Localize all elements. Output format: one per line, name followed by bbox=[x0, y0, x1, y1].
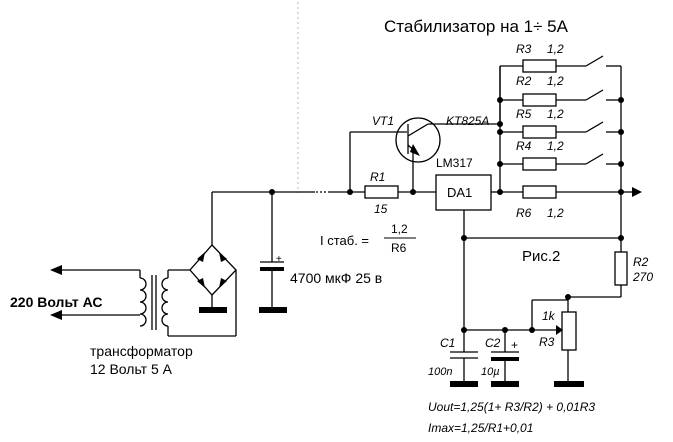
regulator-ref: DA1 bbox=[447, 185, 472, 200]
c2-ref: C2 bbox=[485, 336, 501, 350]
switch-r3 bbox=[585, 55, 604, 67]
resistor-r1 bbox=[364, 185, 399, 199]
filter-cap-polarity: + bbox=[276, 254, 282, 265]
current-formula-label: I стаб. = bbox=[320, 233, 369, 248]
transistor-type: KT825A bbox=[446, 114, 489, 128]
diode-bridge bbox=[189, 244, 237, 296]
switch-r2 bbox=[585, 89, 604, 101]
current-formula-denominator: R6 bbox=[391, 241, 407, 255]
pot-value: 1k bbox=[542, 309, 556, 323]
feedback-network bbox=[461, 192, 628, 330]
transistor-ref: VT1 bbox=[372, 114, 394, 128]
resistor-r2-fb bbox=[614, 251, 628, 286]
c2-value: 10µ bbox=[481, 366, 500, 378]
resistor-r2 bbox=[522, 93, 557, 107]
shunt-ref-label: R4 bbox=[516, 139, 532, 153]
filter-cap-label: 4700 мкФ 25 в bbox=[290, 270, 382, 286]
shunt-bank bbox=[497, 55, 642, 199]
r2-fb-value: 270 bbox=[632, 270, 653, 284]
potentiometer-r3 bbox=[531, 299, 584, 387]
r1-ref: R1 bbox=[370, 170, 385, 184]
transformer-label-line1: трансформатор bbox=[90, 343, 193, 359]
mains-arrow-icon bbox=[50, 265, 62, 275]
c1-ref: C1 bbox=[440, 336, 455, 350]
shunt-ref-label: R2 bbox=[516, 74, 532, 88]
main-line bbox=[212, 174, 500, 211]
ground-symbol bbox=[491, 381, 519, 387]
r2-fb-ref: R2 bbox=[633, 255, 649, 269]
transformer-label-line2: 12 Вольт 5 А bbox=[90, 361, 173, 377]
figure-label: Рис.2 bbox=[522, 248, 560, 265]
shunt-value-label: 1,2 bbox=[547, 139, 564, 153]
switch-r5 bbox=[585, 121, 604, 133]
formula-uout: Uout=1,25(1+ R3/R2) + 0,01R3 bbox=[428, 400, 595, 414]
diagram-title: Стабилизатор на 1÷ 5А bbox=[384, 17, 569, 36]
switch-r4 bbox=[585, 153, 604, 165]
shunt-value-label: 1,2 bbox=[547, 206, 564, 220]
pot-ref: R3 bbox=[539, 335, 555, 349]
shunt-ref-label: R6 bbox=[516, 206, 532, 220]
resistor-r6 bbox=[522, 185, 557, 199]
ground-symbol bbox=[450, 381, 478, 387]
ground-symbol bbox=[199, 307, 227, 313]
resistor-r4 bbox=[522, 157, 557, 171]
ground-symbol bbox=[259, 307, 287, 313]
c2-polarity: + bbox=[511, 338, 518, 352]
output-arrow-icon bbox=[632, 187, 642, 197]
resistor-r5 bbox=[522, 125, 557, 139]
c1-value: 100n bbox=[428, 366, 452, 378]
mains-label: 220 Вольт АС bbox=[10, 294, 102, 310]
capacitors-c1-c2 bbox=[450, 327, 535, 387]
input-stage bbox=[50, 189, 287, 337]
mains-arrow-icon bbox=[50, 310, 62, 320]
shunt-ref-label: R3 bbox=[516, 42, 532, 56]
shunt-value-label: 1,2 bbox=[547, 42, 564, 56]
r1-value: 15 bbox=[374, 202, 388, 216]
current-formula-numerator: 1,2 bbox=[391, 222, 408, 236]
ground-symbol bbox=[554, 381, 584, 387]
shunt-ref-label: R5 bbox=[516, 107, 532, 121]
transistor-vt1 bbox=[349, 66, 503, 192]
shunt-value-label: 1,2 bbox=[547, 107, 564, 121]
resistor-r3 bbox=[522, 59, 557, 73]
formula-imax: Imax=1,25/R1+0,01 bbox=[428, 421, 533, 435]
shunt-value-label: 1,2 bbox=[547, 74, 564, 88]
regulator-part: LM317 bbox=[436, 156, 473, 170]
